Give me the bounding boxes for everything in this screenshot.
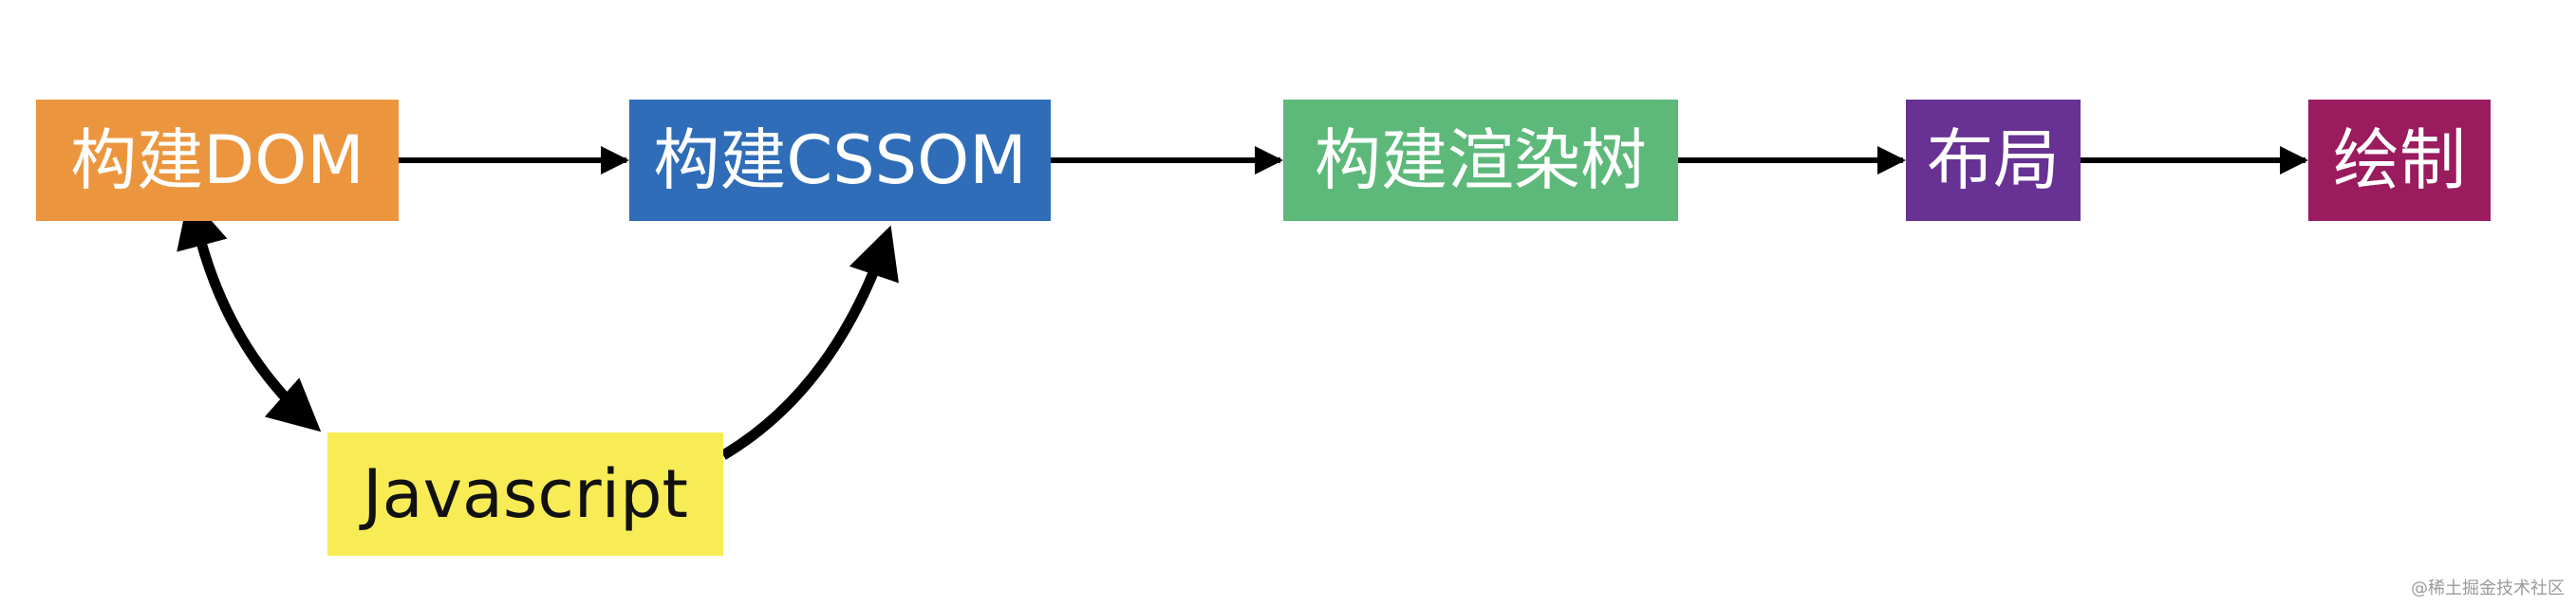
javascript-node: Javascript [327, 432, 723, 556]
layout-node: 布局 [1906, 100, 2081, 221]
arrow-javascript-to-cssom [720, 225, 899, 460]
paint-label: 绘制 [2333, 121, 2466, 199]
build-cssom-node: 构建CSSOM [629, 100, 1051, 221]
javascript-label: Javascript [363, 455, 688, 533]
build-dom-node: 构建DOM [36, 100, 399, 221]
layout-label: 布局 [1927, 121, 2060, 199]
build-render-tree-node: 构建渲染树 [1283, 100, 1678, 221]
build-render-tree-label: 构建渲染树 [1315, 121, 1647, 199]
watermark: @稀土掘金技术社区 [2411, 579, 2565, 598]
build-dom-label: 构建DOM [70, 121, 364, 199]
paint-node: 绘制 [2308, 100, 2491, 221]
arrow-dom-javascript-bidirectional [177, 194, 322, 432]
build-cssom-label: 构建CSSOM [653, 121, 1027, 199]
